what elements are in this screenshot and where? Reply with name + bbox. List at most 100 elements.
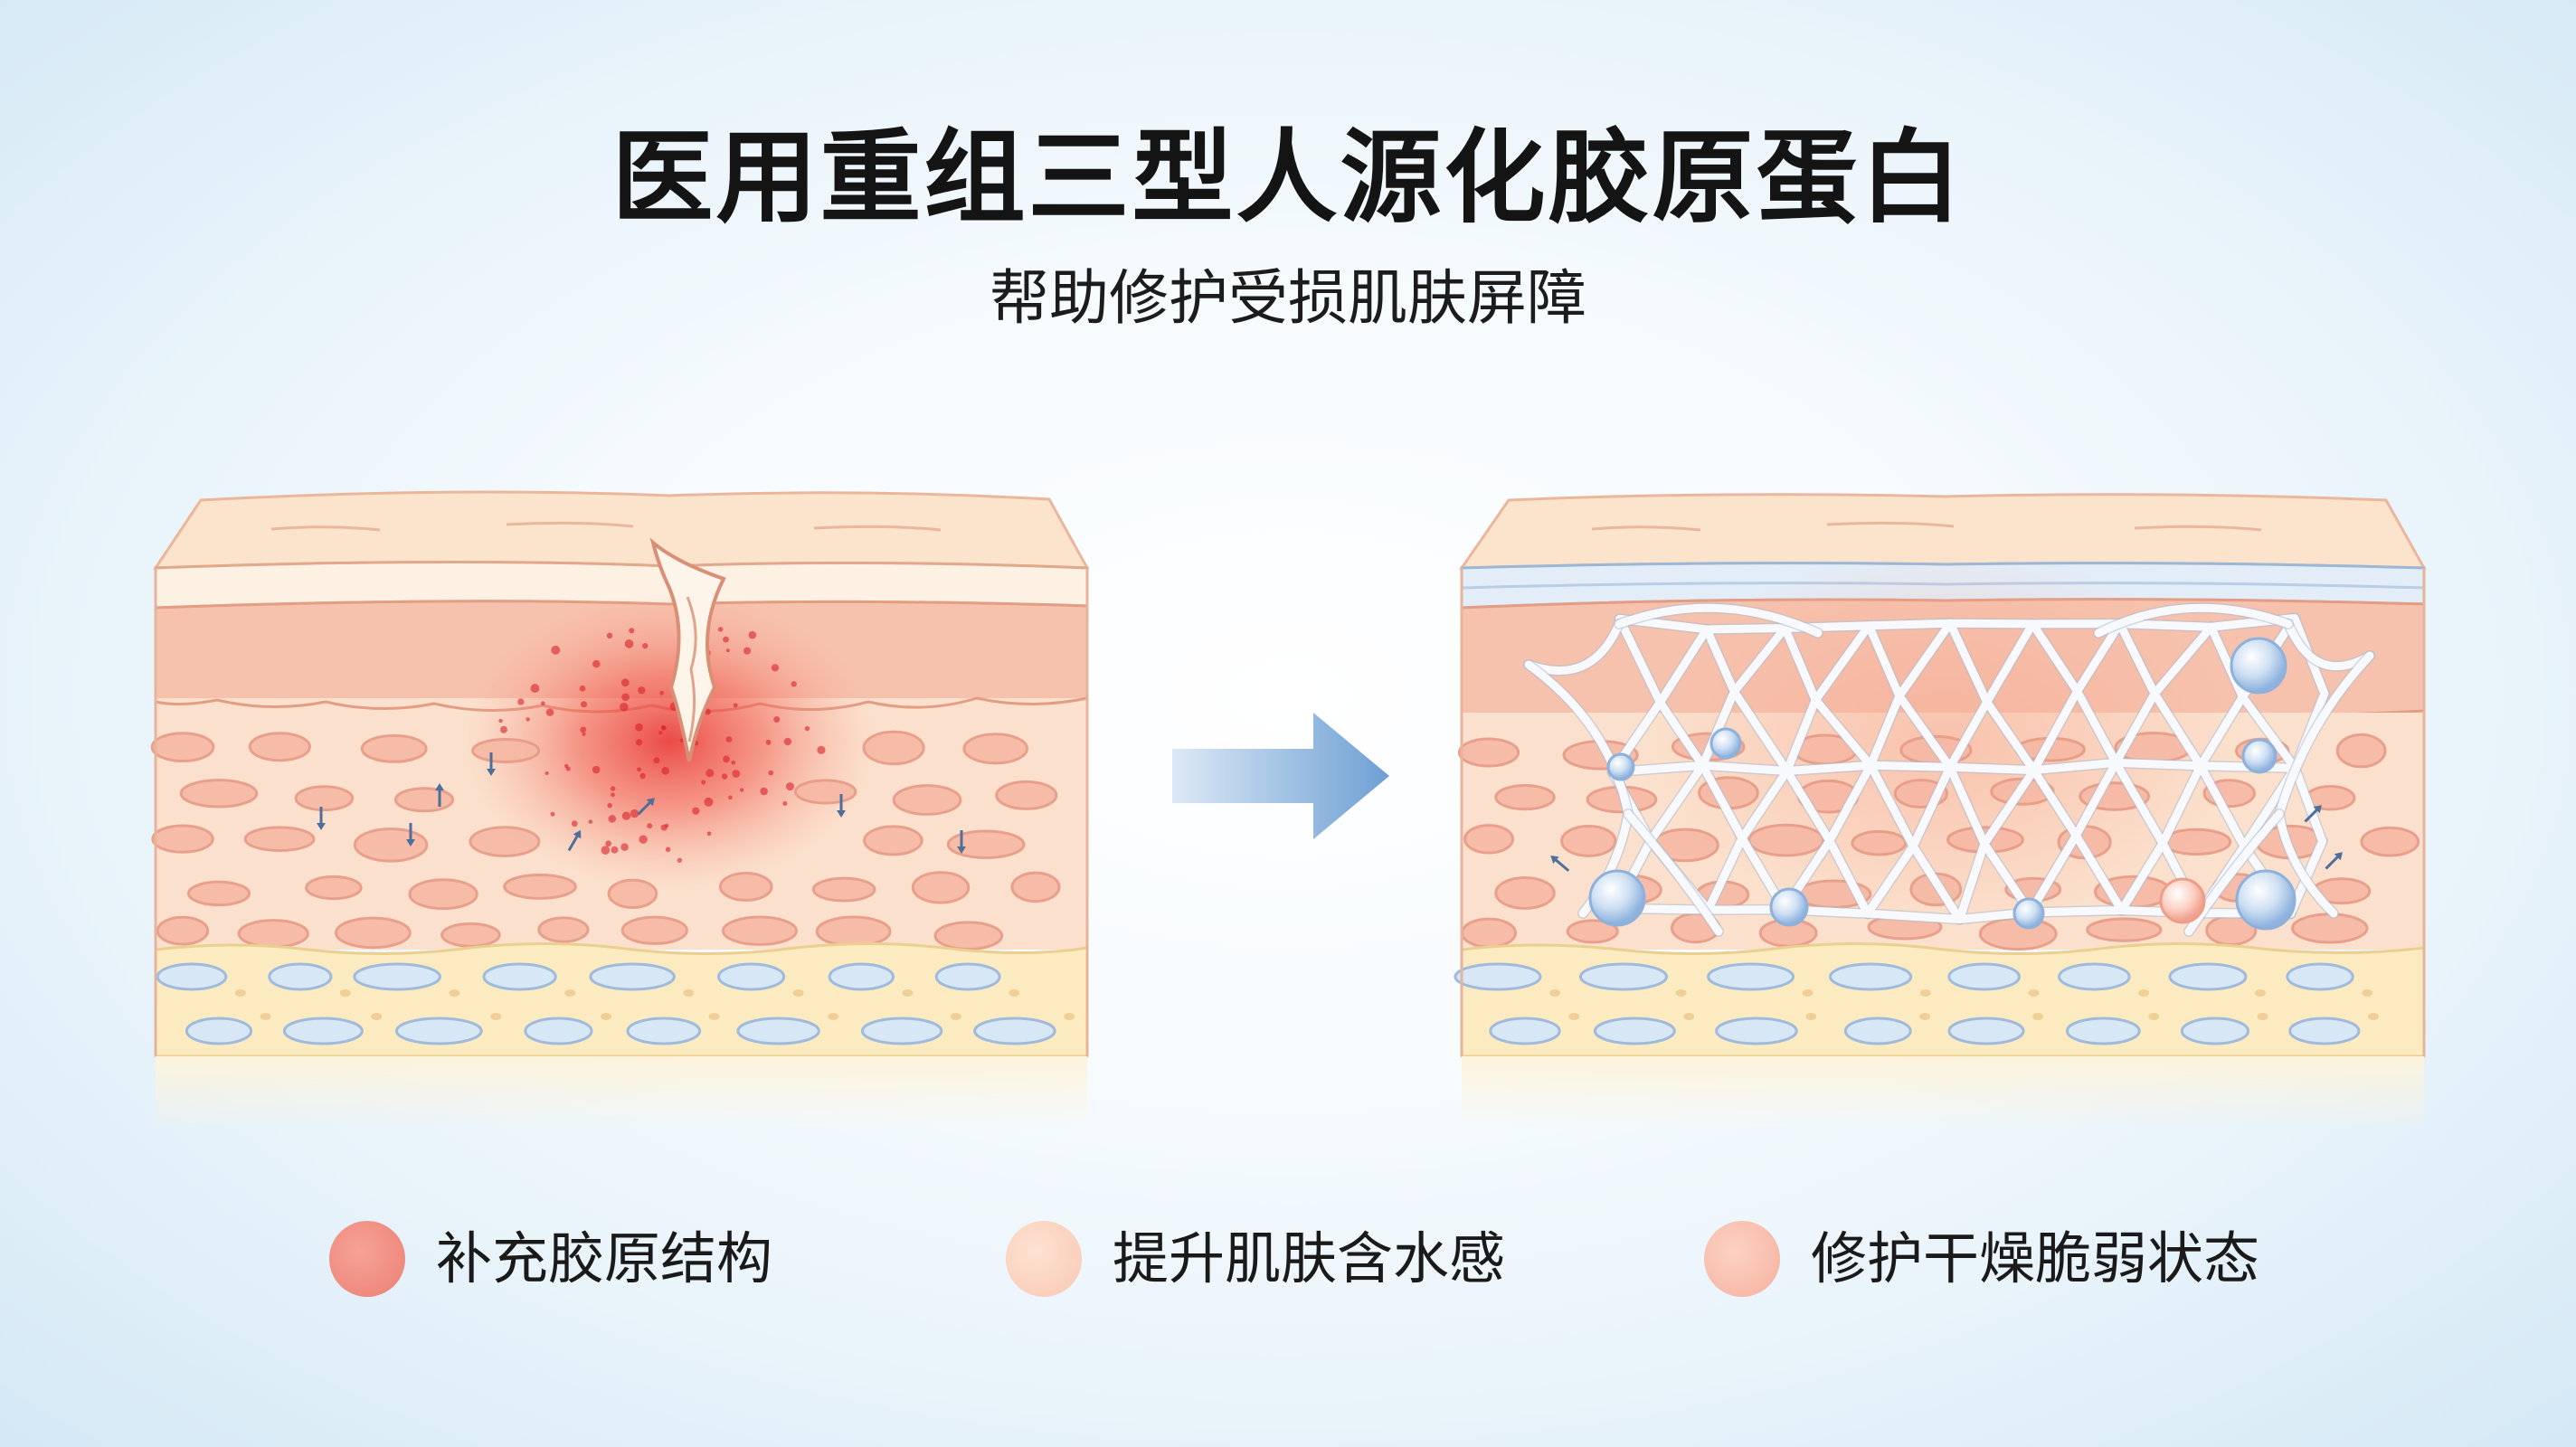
inflammation-dot — [606, 632, 613, 639]
fat-cell — [1843, 1017, 1912, 1045]
collagen-fiber — [2150, 689, 2205, 771]
inflammation-dot — [565, 766, 571, 771]
small-arrow-icon — [2325, 852, 2343, 870]
inflammation-dot — [630, 809, 639, 818]
fat-cell — [1715, 1017, 1798, 1045]
dermis-cell — [1457, 737, 1520, 768]
arrow-head — [573, 829, 582, 839]
dermis-cell — [2360, 826, 2420, 857]
fat-speck — [2028, 989, 2040, 997]
collagen-fiber — [1783, 766, 1834, 846]
inflammation-dot — [743, 647, 752, 655]
fat-cell — [2058, 962, 2131, 991]
collagen-fiber — [2026, 905, 2126, 917]
fat-cell — [353, 962, 441, 991]
fat-cell — [2288, 1017, 2361, 1045]
collagen-fiber — [1864, 619, 1955, 630]
dermis-cell — [537, 916, 590, 943]
collagen-fiber — [1783, 695, 1820, 775]
collagen-network — [1523, 602, 2375, 937]
collagen-fiber — [1946, 619, 2037, 629]
fat-speck — [2362, 989, 2373, 997]
inflammation-dot — [717, 627, 724, 632]
inflammation-dot — [530, 684, 540, 693]
fat-speck — [2138, 989, 2150, 997]
collagen-fiber — [2150, 622, 2216, 698]
inflammation-dot — [771, 664, 780, 672]
inflammation-dot — [499, 725, 507, 733]
collagen-fiber — [1811, 621, 1873, 705]
inflammation-dot — [773, 715, 781, 724]
small-arrow-icon — [837, 794, 846, 818]
inflammation-dot — [725, 648, 730, 653]
dermis-cell — [962, 733, 1028, 765]
arrow-head — [406, 839, 415, 846]
legend-label: 提升肌肤含水感 — [1113, 1225, 1506, 1291]
fat-cell — [934, 962, 1001, 991]
dermis-cell — [305, 875, 363, 901]
fat-speck — [1675, 989, 1687, 997]
fat-speck — [234, 989, 246, 997]
inflammation-dot — [817, 745, 826, 754]
dermis-cell — [793, 779, 857, 805]
fat-cell — [1578, 962, 1669, 991]
arrow-head — [2334, 852, 2343, 861]
inflammation-dot — [748, 630, 757, 639]
fat-speck — [792, 989, 804, 997]
inflammation-dot — [620, 703, 629, 712]
fat-cell — [2180, 1017, 2250, 1045]
dermis-cell — [440, 922, 501, 948]
collagen-fiber — [2158, 761, 2205, 848]
inflammation-dot — [611, 792, 615, 798]
fat-cell — [973, 1017, 1056, 1045]
inflammation-dot — [551, 645, 561, 655]
collagen-fiber — [1783, 761, 1875, 775]
inflammation-dot — [692, 807, 700, 815]
dermis-cell — [863, 825, 923, 856]
fat-cell — [828, 962, 895, 991]
inflammation-dot — [723, 636, 729, 643]
inflammation-dot — [760, 787, 768, 796]
fat-cell — [2065, 1017, 2141, 1045]
dermis-cell — [1494, 783, 1556, 811]
inflammation-dot — [661, 766, 670, 775]
fat-speck — [260, 1013, 271, 1020]
inflammation-dot — [639, 835, 648, 844]
fat-speck — [601, 1013, 612, 1020]
skin-surface-top — [153, 490, 1090, 570]
inflammation-dot — [664, 823, 669, 828]
small-arrow-icon — [637, 798, 655, 816]
collagen-fiber — [1863, 842, 1918, 918]
dermis-cell — [353, 827, 429, 863]
inflammation-dot — [517, 698, 525, 705]
page-subtitle: 帮助修护受损肌肤屏障 — [990, 263, 1586, 333]
inflammation-dot — [608, 815, 617, 823]
fat-cell — [1593, 1017, 1676, 1045]
collagen-droplet-icon — [2159, 877, 2206, 924]
arrow-head — [317, 823, 326, 830]
inflammation-dot — [658, 731, 663, 735]
fat-speck — [2367, 1013, 2379, 1020]
legend-label: 补充胶原结构 — [436, 1225, 773, 1291]
dermis-cell — [503, 873, 577, 900]
collagen-strand — [1624, 809, 1723, 936]
fat-speck — [1805, 1013, 1817, 1020]
fat-cell — [1947, 962, 2021, 991]
fat-speck — [1064, 1013, 1075, 1020]
inflammation-dot — [701, 780, 706, 785]
arrow-head — [837, 810, 846, 818]
legend-dot-icon — [1704, 1221, 1780, 1297]
inflammation-dot — [706, 831, 712, 837]
inflammation-dot — [704, 797, 714, 807]
inflammation-dot — [571, 820, 578, 828]
inflammation-dot — [732, 770, 741, 778]
inflammation-dot — [629, 628, 635, 634]
inflammation-dot — [782, 800, 788, 806]
collagen-fiber — [2196, 693, 2247, 771]
fat-speck — [950, 1013, 961, 1020]
collagen-fiber — [2030, 766, 2080, 840]
dermis-cell — [1560, 825, 1617, 857]
fat-cell — [1454, 962, 1542, 991]
fat-speck — [683, 989, 695, 997]
dermis-cell — [2291, 913, 2369, 944]
